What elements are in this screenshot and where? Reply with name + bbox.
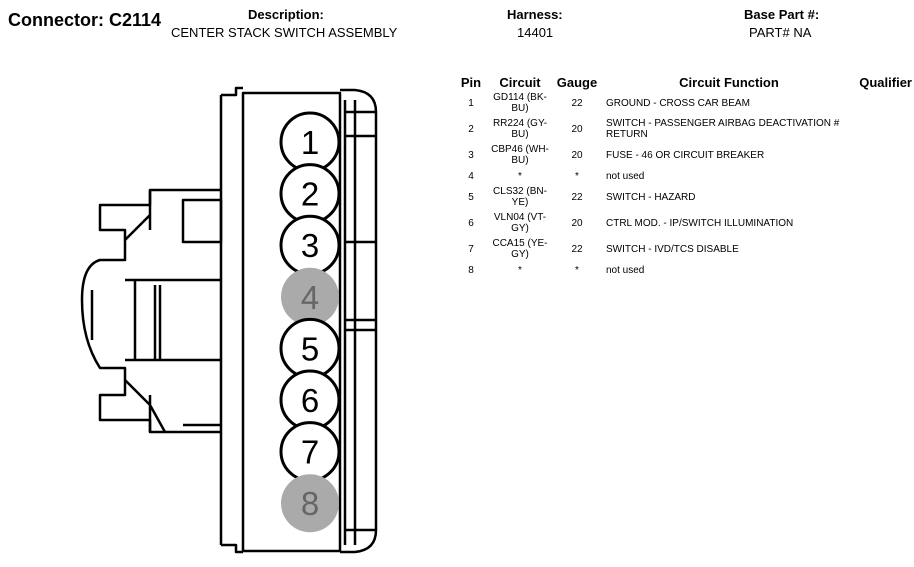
pin-4-label: 4 <box>301 279 319 316</box>
circuit-function-cell: SWITCH - IVD/TCS DISABLE <box>606 243 739 255</box>
pin-cell: 5 <box>468 191 474 203</box>
connector-housing-left <box>219 86 243 554</box>
gauge-cell: 20 <box>571 149 583 161</box>
circuit-cell: RR224 (GY-BU) <box>492 118 548 140</box>
table-row: 1 GD114 (BK-BU) 22 GROUND - CROSS CAR BEAM <box>452 90 912 116</box>
column-header-gauge: Gauge <box>556 75 598 90</box>
pin-8-label: 8 <box>301 485 319 522</box>
column-header-pin: Pin <box>460 75 482 90</box>
pin-3-label: 3 <box>301 227 319 264</box>
pin-cell: 7 <box>468 243 474 255</box>
table-row: 3 CBP46 (WH-BU) 20 FUSE - 46 OR CIRCUIT BRE… <box>452 142 912 168</box>
pin-8-circle <box>281 474 339 533</box>
circuit-function-cell: CTRL MOD. - IP/SWITCH ILLUMINATION <box>606 217 794 229</box>
table-row: 2 RR224 (GY-BU) 20 SWITCH - PASSENGER AIRBA… <box>452 116 912 142</box>
qualifier-cell <box>854 168 912 184</box>
column-header-circuit-function: Circuit Function <box>679 75 779 90</box>
pin-table-body: 1 GD114 (BK-BU) 22 GROUND - CROSS CAR BEAM 2… <box>452 90 912 278</box>
column-header-qualifier: Qualifier <box>859 75 912 90</box>
pin-cell: 6 <box>468 217 474 229</box>
pin-4-circle <box>281 267 339 326</box>
table-row: 8 * * not used <box>452 262 912 278</box>
pin-2-label: 2 <box>301 176 319 213</box>
pin-5-label: 5 <box>301 330 319 367</box>
harness-label: Harness: <box>507 7 563 22</box>
circuit-function-cell: FUSE - 46 OR CIRCUIT BREAKER <box>606 149 765 161</box>
pin-cell: 2 <box>468 123 474 135</box>
qualifier-cell <box>854 236 912 262</box>
table-row: 4 * * not used <box>452 168 912 184</box>
pin-group: 1 2 3 4 5 6 7 8 <box>279 111 341 533</box>
circuit-function-cell: GROUND - CROSS CAR BEAM <box>606 97 750 109</box>
circuit-function-cell: SWITCH - PASSENGER AIRBAG DEACTIVATION #… <box>606 118 840 140</box>
circuit-cell: VLN04 (VT-GY) <box>493 212 547 234</box>
table-row: 7 CCA15 (YE-GY) 22 SWITCH - IVD/TCS DISABLE <box>452 236 912 262</box>
circuit-cell: * <box>518 170 522 182</box>
qualifier-cell <box>854 184 912 210</box>
qualifier-cell <box>854 116 912 142</box>
qualifier-cell <box>854 262 912 278</box>
pin-cell: 8 <box>468 264 474 276</box>
column-header-circuit: Circuit <box>499 75 541 90</box>
gauge-cell: * <box>575 170 579 182</box>
circuit-function-cell: not used <box>606 264 645 276</box>
table-row: 6 VLN04 (VT-GY) 20 CTRL MOD. - IP/SWITCH IL… <box>452 210 912 236</box>
gauge-cell: 22 <box>571 191 583 203</box>
gauge-cell: 22 <box>571 243 583 255</box>
table-header-row: Pin Circuit Gauge Circuit Function Quali… <box>452 72 912 90</box>
circuit-function-cell: SWITCH - HAZARD <box>606 191 696 203</box>
qualifier-cell <box>854 142 912 168</box>
connector-latch <box>80 188 221 434</box>
pin-6-label: 6 <box>301 382 319 419</box>
qualifier-cell <box>854 90 912 116</box>
pin-table: Pin Circuit Gauge Circuit Function Quali… <box>452 72 912 278</box>
pin-1-label: 1 <box>301 124 319 161</box>
pin-7-label: 7 <box>301 434 319 471</box>
gauge-cell: 22 <box>571 97 583 109</box>
circuit-function-cell: not used <box>606 170 645 182</box>
harness-value: 14401 <box>517 25 554 40</box>
connector-title: Connector: C2114 <box>8 10 162 30</box>
circuit-cell: * <box>518 264 522 276</box>
circuit-cell: CLS32 (BN-YE) <box>493 186 547 208</box>
gauge-cell: * <box>575 264 579 276</box>
pin-cell: 4 <box>468 170 474 182</box>
pin-cell: 1 <box>468 97 474 109</box>
base-part-value: PART# NA <box>749 25 812 40</box>
circuit-cell: GD114 (BK-BU) <box>493 92 547 114</box>
gauge-cell: 20 <box>571 123 583 135</box>
base-part-label: Base Part #: <box>744 7 820 22</box>
description-value: CENTER STACK SWITCH ASSEMBLY <box>171 25 398 40</box>
pin-cell: 3 <box>468 149 474 161</box>
qualifier-cell <box>854 210 912 236</box>
circuit-cell: CCA15 (YE-GY) <box>492 238 548 260</box>
circuit-cell: CBP46 (WH-BU) <box>491 144 549 166</box>
gauge-cell: 20 <box>571 217 583 229</box>
description-label: Description: <box>248 7 324 22</box>
table-row: 5 CLS32 (BN-YE) 22 SWITCH - HAZARD <box>452 184 912 210</box>
